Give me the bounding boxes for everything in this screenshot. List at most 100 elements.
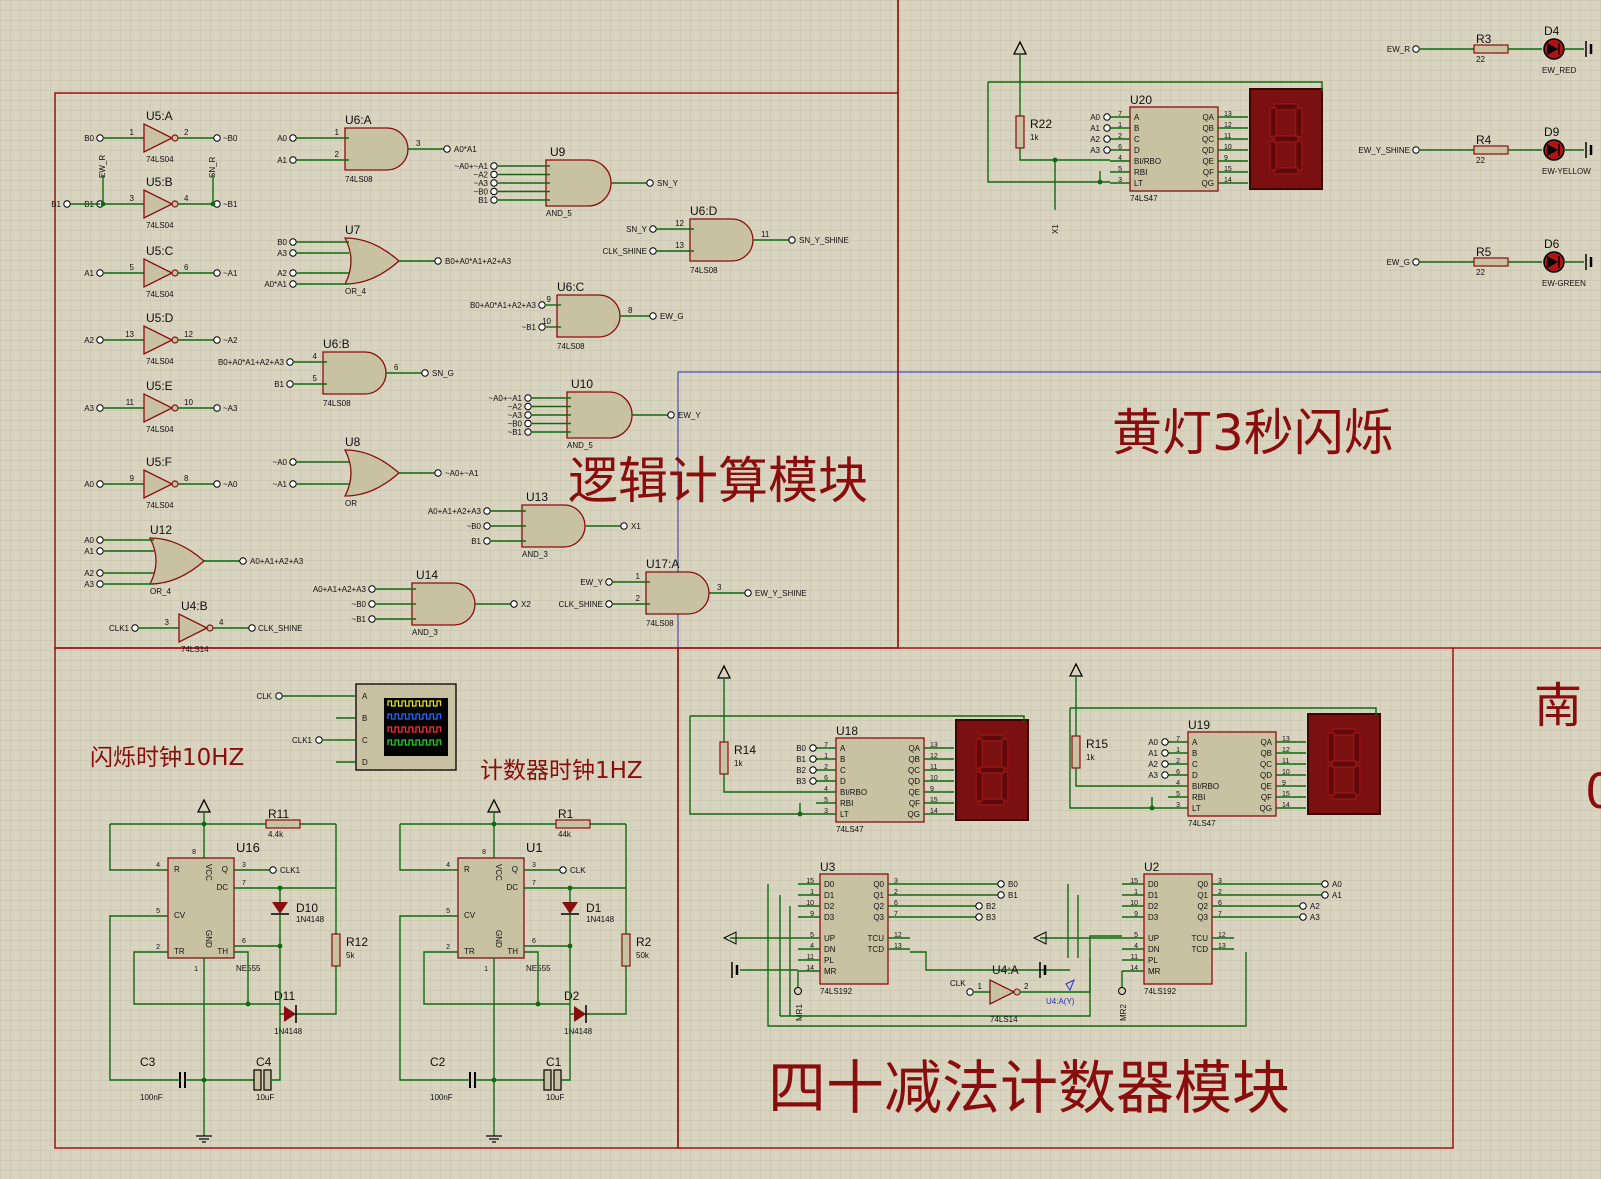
diode-icon[interactable] xyxy=(562,902,578,914)
and-gate-body[interactable] xyxy=(322,351,387,395)
terminal[interactable] xyxy=(1161,749,1169,757)
resistor-body[interactable] xyxy=(1473,44,1509,54)
terminal[interactable] xyxy=(646,179,654,187)
terminal[interactable] xyxy=(213,134,221,142)
terminal[interactable] xyxy=(1161,771,1169,779)
terminal[interactable] xyxy=(483,537,491,545)
decoder-chip-body[interactable] xyxy=(1187,731,1277,817)
terminal[interactable] xyxy=(1321,891,1329,899)
and-gate-body[interactable] xyxy=(411,582,476,626)
terminal[interactable] xyxy=(96,480,104,488)
terminal[interactable] xyxy=(510,600,518,608)
resistor-body[interactable] xyxy=(331,933,341,967)
terminal[interactable] xyxy=(96,580,104,588)
terminal[interactable] xyxy=(788,236,796,244)
diode-icon[interactable] xyxy=(272,902,288,914)
terminal[interactable] xyxy=(490,162,498,170)
terminal[interactable] xyxy=(1103,113,1111,121)
terminal[interactable] xyxy=(289,280,297,288)
terminal[interactable] xyxy=(96,536,104,544)
terminal[interactable] xyxy=(368,585,376,593)
resistor-body[interactable] xyxy=(621,933,631,967)
pull-terminal[interactable] xyxy=(794,987,802,995)
terminal[interactable] xyxy=(1103,146,1111,154)
terminal[interactable] xyxy=(649,225,657,233)
or-gate-body[interactable] xyxy=(343,237,400,285)
terminal[interactable] xyxy=(1299,902,1307,910)
ne555-chip-body[interactable] xyxy=(167,857,235,959)
terminal[interactable] xyxy=(289,458,297,466)
terminal[interactable] xyxy=(131,624,139,632)
terminal[interactable] xyxy=(289,134,297,142)
terminal[interactable] xyxy=(213,269,221,277)
terminal[interactable] xyxy=(744,589,752,597)
terminal[interactable] xyxy=(239,557,247,565)
terminal[interactable] xyxy=(1321,880,1329,888)
terminal[interactable] xyxy=(490,196,498,204)
terminal[interactable] xyxy=(96,134,104,142)
terminal[interactable] xyxy=(605,578,613,586)
and-gate-body[interactable] xyxy=(344,127,409,171)
terminal[interactable] xyxy=(1412,258,1420,266)
resistor-body[interactable] xyxy=(1473,145,1509,155)
terminal[interactable] xyxy=(809,744,817,752)
terminal[interactable] xyxy=(289,249,297,257)
resistor-body[interactable] xyxy=(555,819,591,829)
terminal[interactable] xyxy=(524,394,532,402)
or-gate-body[interactable] xyxy=(343,449,400,497)
terminal[interactable] xyxy=(997,891,1005,899)
terminal[interactable] xyxy=(275,692,283,700)
resistor-body[interactable] xyxy=(719,741,729,775)
terminal[interactable] xyxy=(490,170,498,179)
inverter-gate-body[interactable] xyxy=(143,257,174,289)
terminal[interactable] xyxy=(96,547,104,555)
terminal[interactable] xyxy=(975,913,983,921)
inverter-gate-body[interactable] xyxy=(143,188,174,220)
electrolytic-capacitor-icon[interactable] xyxy=(253,1069,262,1091)
terminal[interactable] xyxy=(524,428,532,436)
terminal[interactable] xyxy=(483,507,491,515)
terminal[interactable] xyxy=(809,766,817,774)
terminal[interactable] xyxy=(483,522,491,530)
resistor-body[interactable] xyxy=(1071,735,1081,769)
inverter-gate-body[interactable] xyxy=(178,612,209,644)
inverter-gate-body[interactable] xyxy=(143,324,174,356)
terminal[interactable] xyxy=(1103,135,1111,143)
terminal[interactable] xyxy=(315,736,323,744)
terminal[interactable] xyxy=(368,615,376,623)
terminal[interactable] xyxy=(96,569,104,577)
terminal[interactable] xyxy=(286,358,294,366)
terminal[interactable] xyxy=(213,480,221,488)
counter-chip-body[interactable] xyxy=(1143,873,1213,985)
and-gate-body[interactable] xyxy=(566,391,633,439)
terminal[interactable] xyxy=(649,247,657,255)
terminal[interactable] xyxy=(966,988,974,996)
electrolytic-capacitor-icon[interactable] xyxy=(543,1069,552,1091)
and-gate-body[interactable] xyxy=(521,504,586,548)
terminal[interactable] xyxy=(63,200,71,208)
terminal[interactable] xyxy=(96,336,104,344)
decoder-chip-body[interactable] xyxy=(835,737,925,823)
terminal[interactable] xyxy=(975,902,983,910)
inverter-gate-body[interactable] xyxy=(143,392,174,424)
resistor-body[interactable] xyxy=(1015,115,1025,149)
terminal[interactable] xyxy=(289,238,297,246)
or-gate-body[interactable] xyxy=(148,537,205,585)
decoder-u20[interactable]: U2074LS47A7A0B1A1C2A2D6A3BI/RBO4RBI5LT3Q… xyxy=(987,40,1323,234)
terminal[interactable] xyxy=(667,411,675,419)
